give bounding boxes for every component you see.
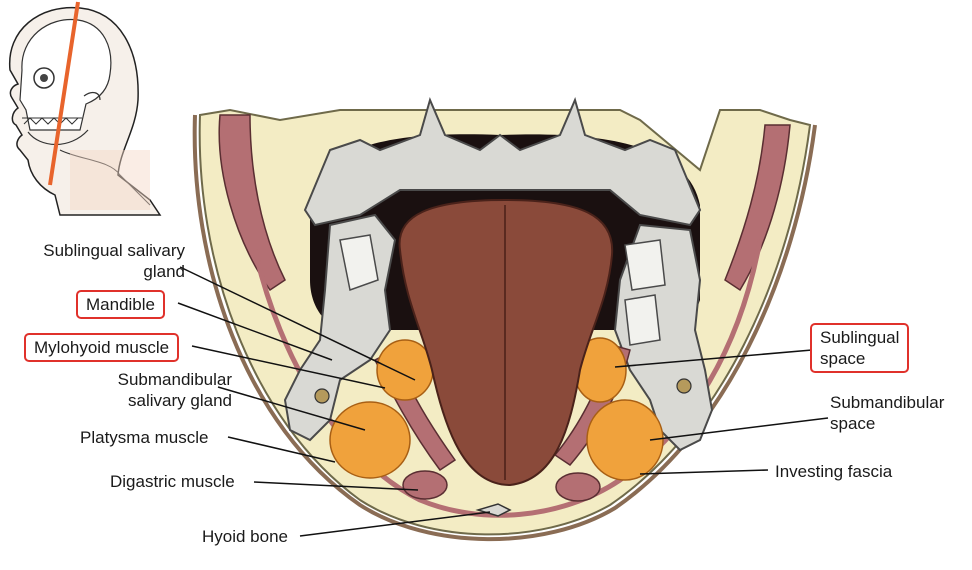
leader-sublingual-space (614, 349, 813, 368)
leader-investing-fascia (639, 469, 769, 475)
hyoid (475, 503, 512, 517)
right-digastric (555, 472, 601, 502)
leader-hyoid (299, 511, 491, 537)
upper-teeth (303, 97, 702, 227)
leader-submandibular-space (649, 417, 829, 441)
label-submandibular-space: Submandibular space (830, 393, 945, 433)
right-neck-muscle (724, 124, 791, 292)
label-hyoid-bone: Hyoid bone (202, 527, 289, 546)
label-investing-fascia: Investing fascia (775, 462, 893, 481)
leader-mandible (177, 302, 333, 361)
leader-sublingual-gland (179, 266, 416, 381)
right-submandibular-gland (586, 399, 664, 481)
orientation-head-sketch (9, 1, 162, 216)
label-mandible: Mandible (76, 290, 165, 319)
leader-mylohyoid (191, 345, 386, 389)
left-digastric (402, 470, 448, 500)
leader-platysma (227, 436, 336, 463)
label-digastric-muscle: Digastric muscle (110, 472, 235, 491)
label-mylohyoid-muscle: Mylohyoid muscle (24, 333, 180, 362)
left-sublingual-gland (376, 339, 434, 401)
leader-lines (177, 266, 829, 537)
leader-digastric (253, 481, 419, 491)
label-submandibular-salivary-gland: Submandibular salivary gland (117, 370, 232, 410)
label-platysma-muscle: Platysma muscle (80, 428, 209, 447)
cross-section (192, 97, 817, 542)
label-sublingual-space: Sublingual space (810, 323, 910, 373)
left-submandibular-gland (329, 401, 411, 479)
left-neck-muscle (218, 114, 286, 292)
section-plane-line (48, 1, 80, 186)
label-sublingual-salivary-gland: Sublingual salivary gland (43, 241, 185, 281)
leader-submandibular-gland (217, 386, 366, 431)
